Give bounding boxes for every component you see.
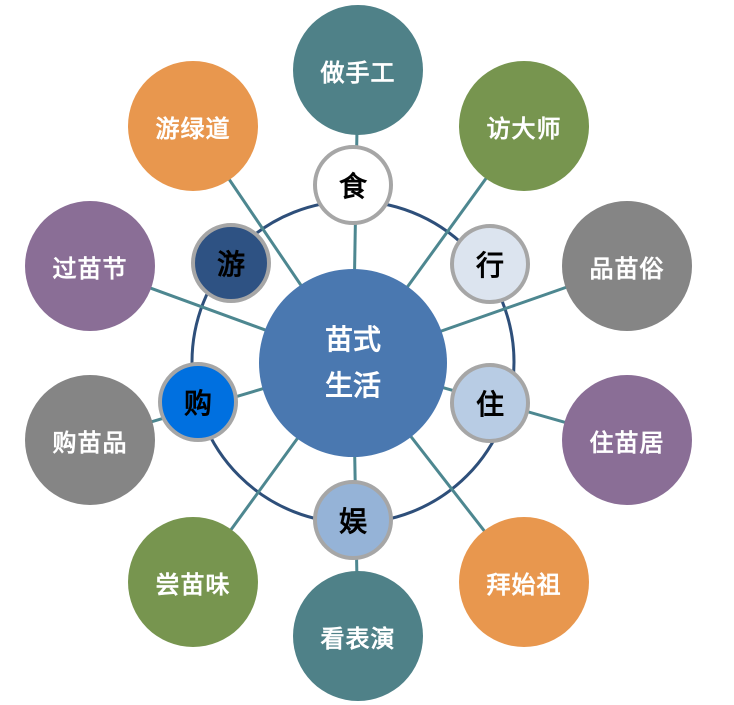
inner-node-live-label: 住 — [475, 388, 504, 421]
inner-node-tour: 游 — [191, 223, 271, 303]
inner-node-shop-label: 购 — [183, 387, 212, 420]
node-show: 看表演 — [293, 571, 423, 701]
node-handicraft: 做手工 — [293, 5, 423, 135]
inner-node-food: 食 — [313, 145, 393, 225]
node-visit-master: 访大师 — [459, 61, 589, 191]
node-handicraft-label: 做手工 — [320, 58, 396, 87]
node-worship-ancestor: 拜始祖 — [459, 517, 589, 647]
inner-node-tour-label: 游 — [216, 248, 245, 281]
node-greenway: 游绿道 — [128, 61, 258, 191]
node-visit-master-label: 访大师 — [486, 114, 562, 143]
node-miao-goods-label: 购苗品 — [52, 428, 128, 457]
node-worship-ancestor-label: 拜始祖 — [486, 570, 562, 599]
center-node: 苗式 生活 — [259, 269, 447, 457]
inner-node-live: 住 — [450, 363, 530, 443]
inner-node-food-label: 食 — [338, 170, 367, 203]
node-miao-festival-label: 过苗节 — [52, 254, 128, 283]
node-miao-customs-label: 品苗俗 — [589, 254, 665, 283]
node-miao-taste: 尝苗味 — [128, 517, 258, 647]
node-greenway-label: 游绿道 — [155, 114, 231, 143]
node-miao-house-label: 住苗居 — [589, 428, 665, 457]
node-miao-taste-label: 尝苗味 — [155, 570, 231, 599]
inner-node-travel-label: 行 — [475, 249, 504, 282]
inner-node-entertain: 娱 — [313, 480, 393, 560]
center-line-2: 生活 — [324, 369, 381, 402]
center-line-1: 苗式 — [324, 323, 381, 356]
inner-node-shop: 购 — [158, 362, 238, 442]
inner-node-entertain-label: 娱 — [338, 505, 367, 538]
node-miao-customs: 品苗俗 — [562, 201, 692, 331]
inner-node-travel: 行 — [450, 224, 530, 304]
node-show-label: 看表演 — [320, 624, 396, 653]
node-miao-goods: 购苗品 — [25, 375, 155, 505]
node-miao-festival: 过苗节 — [25, 201, 155, 331]
node-miao-house: 住苗居 — [562, 375, 692, 505]
